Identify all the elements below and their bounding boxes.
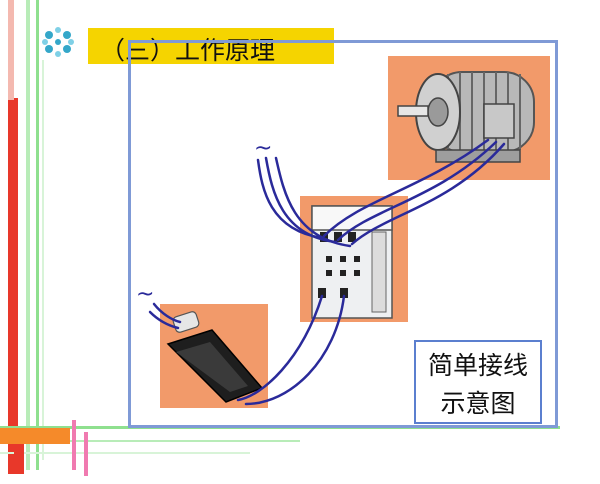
green-horizontal-line-2 (0, 440, 300, 442)
switch-supply-symbol: ~ (136, 282, 155, 307)
contactor-supply-symbol: ~ (254, 136, 273, 161)
green-vertical-bar-3 (42, 60, 44, 460)
green-horizontal-line-3 (0, 452, 250, 454)
motor-wires (322, 138, 506, 246)
caption-box: 简单接线 示意图 (414, 340, 542, 424)
pink-vertical-tick-2 (84, 432, 88, 476)
red-block (14, 444, 24, 474)
green-vertical-bar-2 (36, 0, 39, 470)
caption-line-2: 示意图 (440, 389, 516, 418)
red-vertical-bar (8, 98, 18, 474)
supply-wires (256, 156, 352, 248)
caption-line-1: 简单接线 (427, 351, 528, 380)
contactor-icon (300, 196, 408, 322)
asterisk-icon (42, 27, 74, 57)
foot-switch-icon (160, 304, 268, 408)
switch-control-wires (148, 294, 346, 406)
orange-block (0, 428, 70, 444)
motor-icon (388, 56, 550, 180)
pink-top-bar (8, 0, 14, 100)
diagram-frame (128, 40, 558, 428)
green-vertical-bar-1 (26, 0, 30, 470)
pink-vertical-tick-1 (72, 420, 76, 470)
